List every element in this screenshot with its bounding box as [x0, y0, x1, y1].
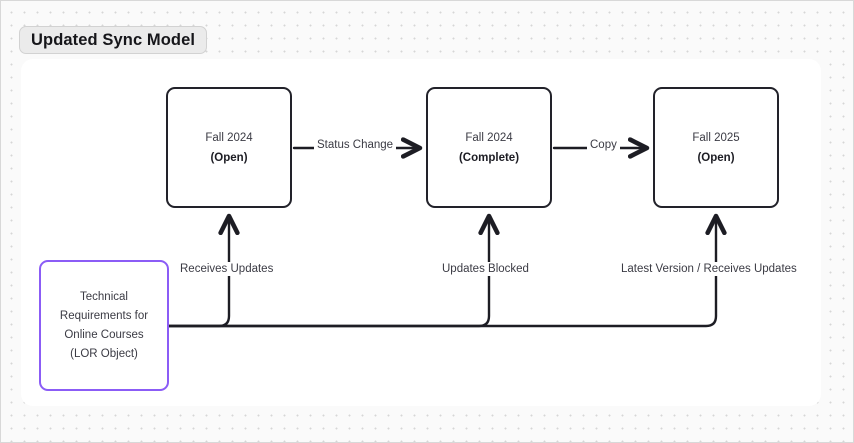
edge-label-latest-version: Latest Version / Receives Updates — [618, 262, 800, 276]
node-lor-line-4: (LOR Object) — [70, 347, 138, 360]
edge-label-updates-blocked: Updates Blocked — [439, 262, 532, 276]
node-lor-line-2: Requirements for — [59, 309, 149, 322]
node-status: (Open) — [210, 151, 248, 164]
diagram-title-pill: Updated Sync Model — [19, 26, 208, 54]
edge-label-copy: Copy — [587, 138, 620, 152]
node-fall2024-open[interactable]: Fall 2024 (Open) — [166, 87, 292, 208]
node-title: Fall 2024 — [205, 131, 253, 144]
edge-label-receives-updates: Receives Updates — [177, 262, 277, 276]
node-title: Fall 2025 — [692, 131, 740, 144]
node-status: (Complete) — [458, 151, 520, 164]
node-status: (Open) — [697, 151, 735, 164]
page-title: Updated Sync Model — [31, 30, 196, 49]
node-fall2024-complete[interactable]: Fall 2024 (Complete) — [426, 87, 552, 208]
node-lor-line-1: Technical — [80, 290, 128, 303]
node-title: Fall 2024 — [465, 131, 513, 144]
node-fall2025-open[interactable]: Fall 2025 (Open) — [653, 87, 779, 208]
node-lor-object[interactable]: Technical Requirements for Online Course… — [39, 260, 169, 391]
node-lor-line-3: Online Courses — [64, 328, 144, 341]
edge-label-status-change: Status Change — [314, 138, 397, 152]
